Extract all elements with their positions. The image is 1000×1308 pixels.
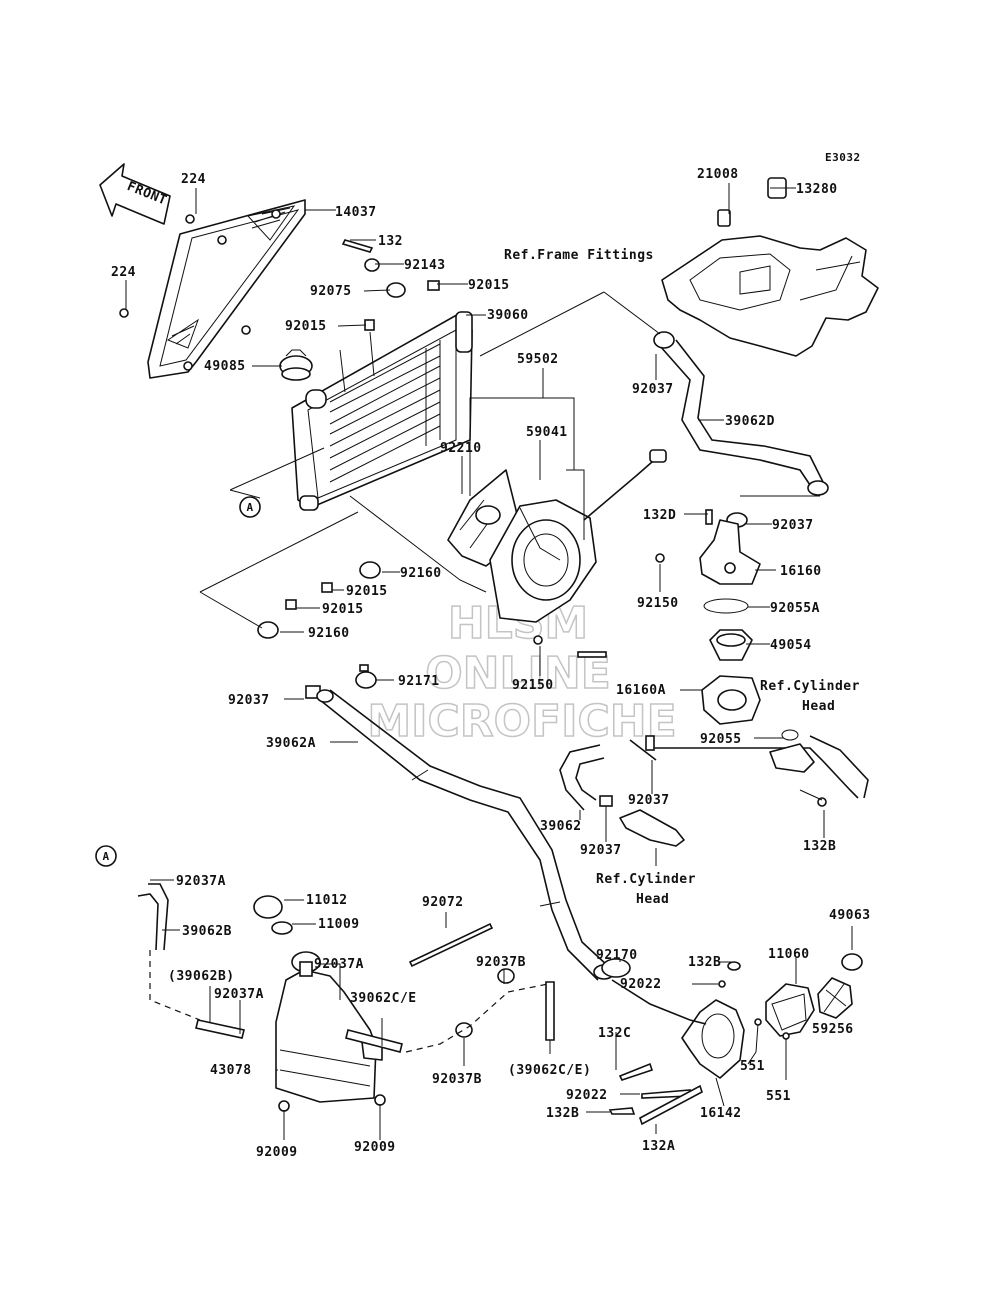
label-132b-c: 132B [546,1106,579,1121]
label-92055a: 92055A [770,601,820,616]
label-92160-b: 92160 [308,626,350,641]
label-92015-a: 92015 [468,278,510,293]
label-551-a: 551 [740,1059,765,1074]
label-92150-a: 92150 [637,596,679,611]
label-92170: 92170 [596,948,638,963]
label-132c: 132C [598,1026,631,1041]
label-92015-b: 92015 [285,319,327,334]
label-92037a-3: 92037A [214,987,264,1002]
label-92075: 92075 [310,284,352,299]
label-43078: 43078 [210,1063,252,1078]
label-ref-cylinder-head-b-1: Ref.Cylinder [596,872,696,887]
label-39062d: 39062D [725,414,775,429]
label-92150-b: 92150 [512,678,554,693]
hose-39062 [305,685,869,847]
label-92015-d: 92015 [322,602,364,617]
label-224-b: 224 [111,265,136,280]
ref-a-markers: A A [95,496,261,867]
part-labels: 224 14037 224 132 92143 92075 92015 3906… [111,167,871,1160]
label-92210: 92210 [440,441,482,456]
radiator-hardware [119,214,440,639]
label-39062ce: 39062C/E [350,991,417,1006]
label-13280: 13280 [796,182,838,197]
label-92022-b: 92022 [566,1088,608,1103]
cooling-fan [447,449,667,658]
label-39060: 39060 [487,308,529,323]
label-132a: 132A [642,1139,675,1154]
svg-text:MICROFICHE: MICROFICHE [367,696,676,747]
label-92171: 92171 [398,674,440,689]
label-59502: 59502 [517,352,559,367]
label-16142: 16142 [700,1106,742,1121]
label-14037: 14037 [335,205,377,220]
frame-fittings [661,177,879,357]
label-11012: 11012 [306,893,348,908]
label-92160-a: 92160 [400,566,442,581]
label-92037b-1: 92037B [476,955,526,970]
label-92009-a: 92009 [256,1145,298,1160]
reference-lines [199,291,820,629]
clamp-92171 [355,664,377,689]
label-ref-cylinder-head-a-1: Ref.Cylinder [760,679,860,694]
hose-39062d [653,331,829,496]
label-92015-c: 92015 [346,584,388,599]
label-92037-c: 92037 [228,693,270,708]
radiator-screen [147,199,306,379]
label-39062b: 39062B [182,924,232,939]
label-92037b-2: 92037B [432,1072,482,1087]
label-92037a-2: 92037A [314,957,364,972]
label-224: 224 [181,172,206,187]
label-132: 132 [378,234,403,249]
label-92037-e: 92037 [580,843,622,858]
radiator [291,311,473,511]
water-pump [601,953,863,1126]
label-92037-a: 92037 [632,382,674,397]
svg-text:A: A [246,501,253,514]
label-ref-cylinder-head-b-2: Head [636,892,669,907]
label-39062ce-ref: (39062C/E) [508,1063,591,1078]
label-92022-a: 92022 [620,977,662,992]
label-92037a-1: 92037A [176,874,226,889]
label-92009-b: 92009 [354,1140,396,1155]
radiator-cap [279,349,313,381]
leader-lines [125,183,853,1140]
label-132b-b: 132B [688,955,721,970]
label-11060: 11060 [768,947,810,962]
label-39062b-ref: (39062B) [168,969,235,984]
label-92143: 92143 [404,258,446,273]
label-49063: 49063 [829,908,871,923]
label-59041: 59041 [526,425,568,440]
label-16160a: 16160A [616,683,666,698]
label-ref-cylinder-head-a-2: Head [802,699,835,714]
label-132d: 132D [643,508,676,523]
label-49085: 49085 [204,359,246,374]
label-92037-d: 92037 [628,793,670,808]
svg-text:A: A [102,850,109,863]
front-arrow: FRONT [99,163,171,225]
label-21008: 21008 [697,167,739,182]
diagram-code: E3032 [825,151,861,164]
label-92072: 92072 [422,895,464,910]
label-132b-a: 132B [803,839,836,854]
label-39062a: 39062A [266,736,316,751]
label-39062: 39062 [540,819,582,834]
hose-39062a [316,689,615,981]
label-11009: 11009 [318,917,360,932]
label-92055: 92055 [700,732,742,747]
label-ref-frame-fittings: Ref.Frame Fittings [504,248,654,263]
label-551-b: 551 [766,1089,791,1104]
label-59256: 59256 [812,1022,854,1037]
label-92037-b: 92037 [772,518,814,533]
thermostat-cover [699,509,799,741]
reservoir-tank [137,883,555,1112]
label-16160: 16160 [780,564,822,579]
label-49054: 49054 [770,638,812,653]
